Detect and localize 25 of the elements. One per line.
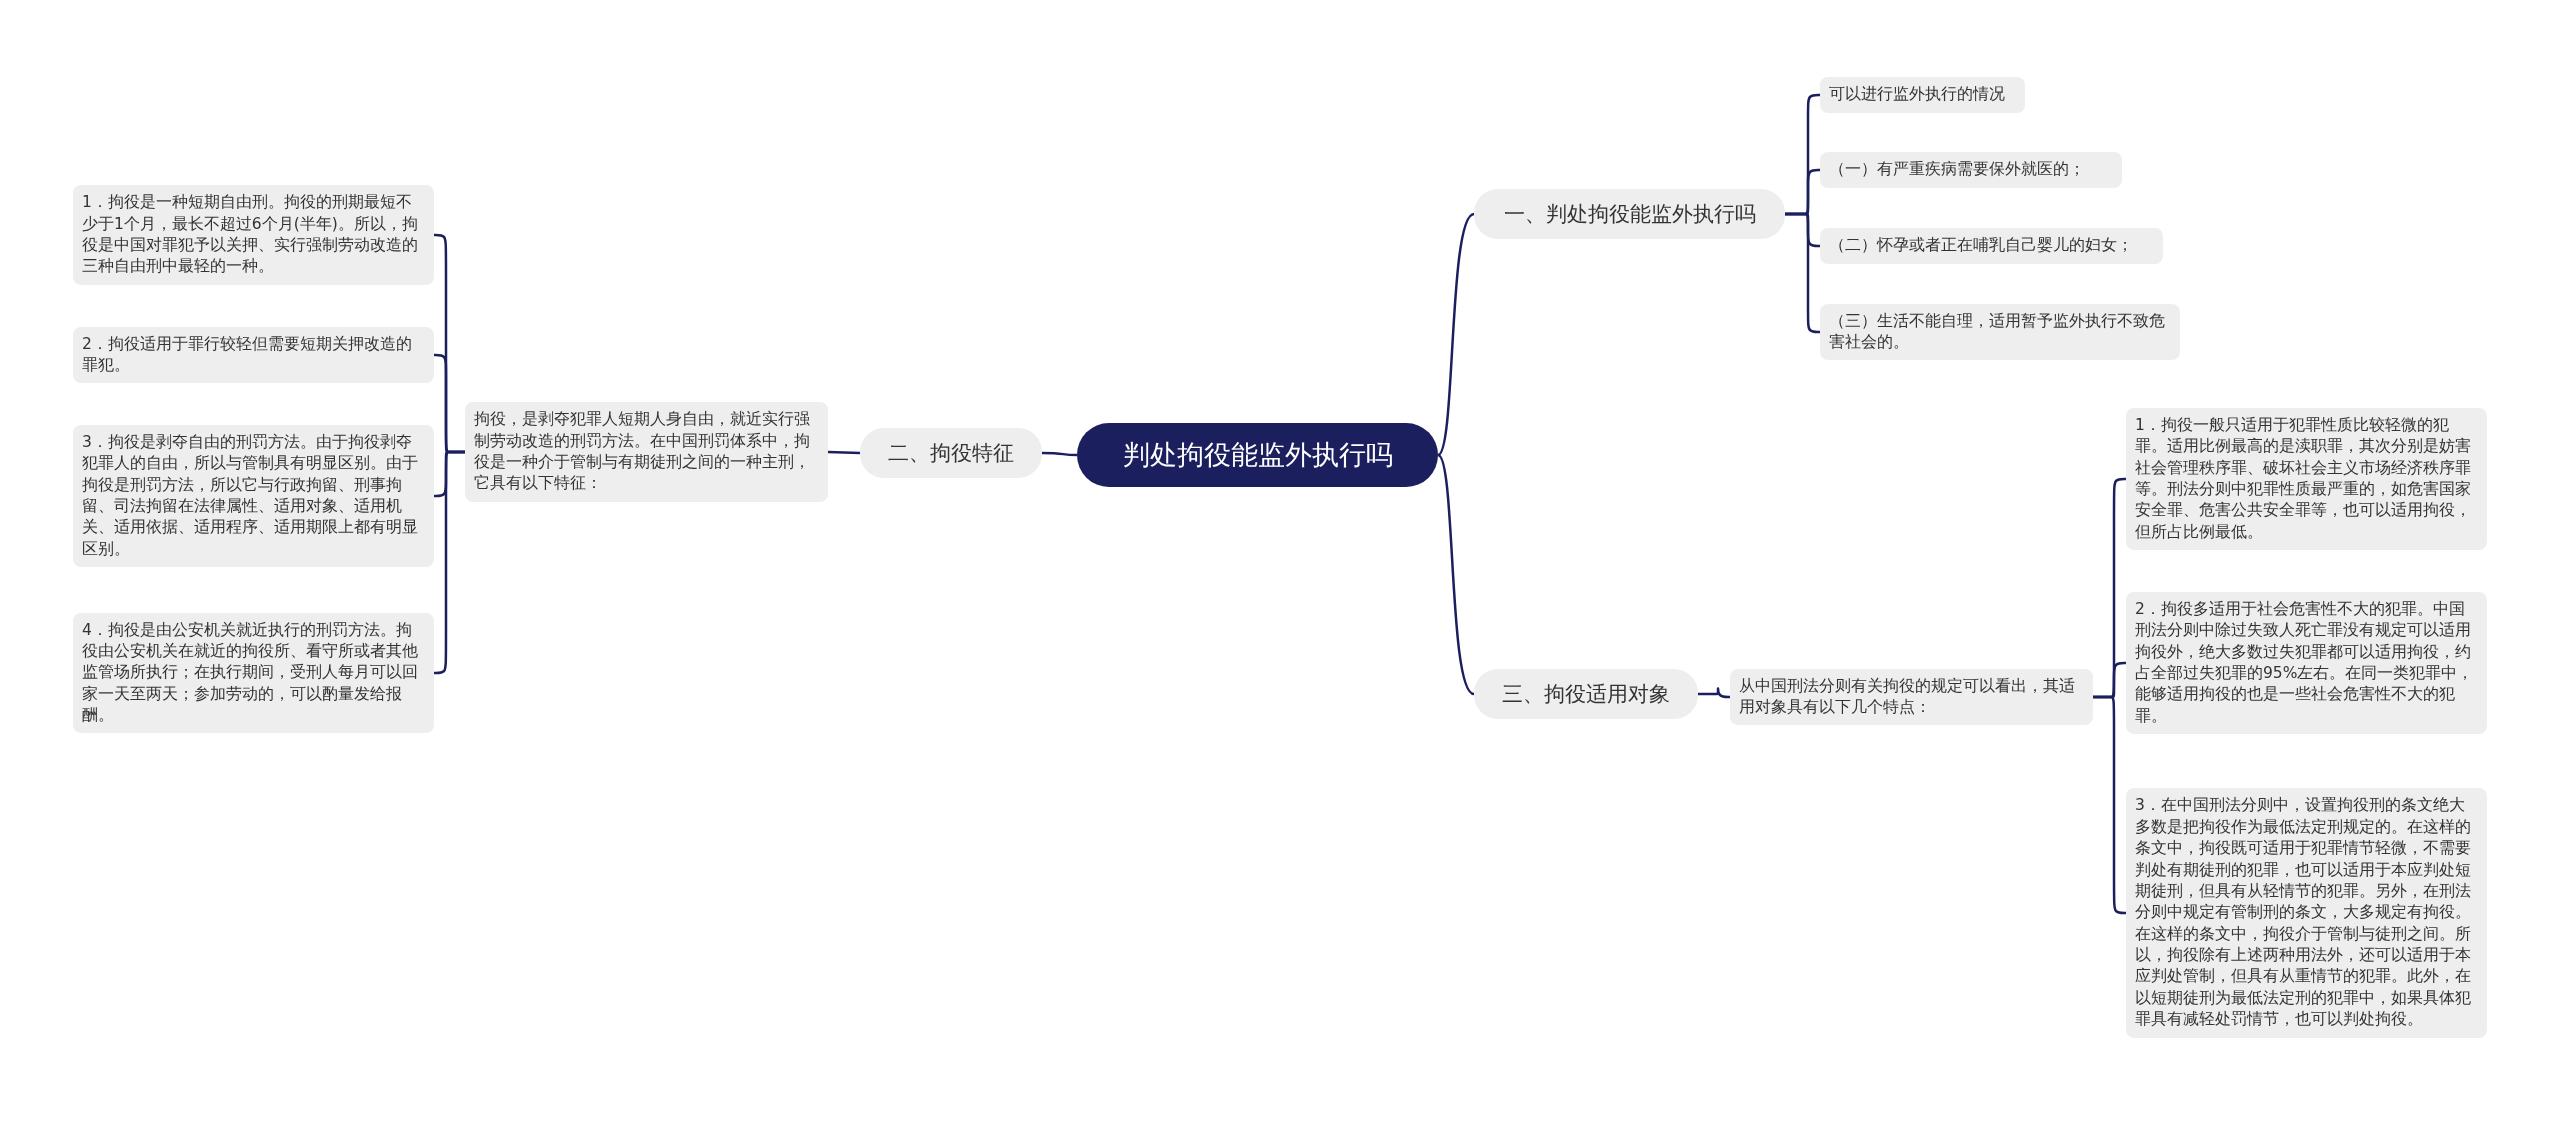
note-box: 2．拘役适用于罪行较轻但需要短期关押改造的罪犯。 bbox=[73, 326, 434, 384]
note-box: （一）有严重疾病需要保外就医的； bbox=[1820, 152, 2122, 188]
note-box: 1．拘役一般只适用于犯罪性质比较轻微的犯罪。适用比例最高的是渎职罪，其次分别是妨害社会管理秩序罪、破坏社会主义市场经济秩序罪等。刑法分则中犯罪性质最严重的，如危害国家安全罪、危害公共安全罪等，也可以适用拘役，但所占比例最低。 bbox=[2126, 407, 2487, 551]
topic-box: 二、拘役特征 bbox=[860, 428, 1042, 478]
note-box: 2．拘役多适用于社会危害性不大的犯罪。中国刑法分则中除过失致人死亡罪没有规定可以适用拘役外，绝大多数过失犯罪都可以适用拘役，约占全部过失犯罪的95%左右。在同一类犯罪中，能够适用拘役的也是一些社会危害性不大的犯罪。 bbox=[2126, 591, 2487, 735]
note-box: 3．拘役是剥夺自由的刑罚方法。由于拘役剥夺犯罪人的自由，所以与管制具有明显区别。由于拘役是刑罚方法，所以它与行政拘留、刑事拘留、司法拘留在法律属性、适用对象、适用机关、适用依据、适用程序、适用期限上都有明显区别。 bbox=[73, 424, 434, 568]
note-box: （三）生活不能自理，适用暂予监外执行不致危害社会的。 bbox=[1820, 303, 2180, 361]
connector-line bbox=[2093, 695, 2128, 915]
note-box: 从中国刑法分则有关拘役的规定可以看出，其适用对象具有以下几个特点： bbox=[1730, 668, 2093, 726]
topic-box: 三、拘役适用对象 bbox=[1474, 669, 1698, 719]
central-topic: 判处拘役能监外执行吗 bbox=[1077, 423, 1438, 487]
connector-line bbox=[1785, 212, 1822, 334]
topic-box: 一、判处拘役能监外执行吗 bbox=[1474, 189, 1785, 239]
connector-line bbox=[1437, 213, 1475, 456]
connector-line bbox=[432, 450, 465, 675]
connector-line bbox=[827, 450, 861, 455]
note-box: 4．拘役是由公安机关就近执行的刑罚方法。拘役由公安机关在就近的拘役所、看守所或者其他监管场所执行；在执行期间，受刑人每月可以回家一天至两天；参加劳动的，可以酌量发给报酬。 bbox=[73, 612, 434, 734]
note-box: 1．拘役是一种短期自由刑。拘役的刑期最短不少于1个月，最长不超过6个月(半年)。所以，拘役是中国对罪犯予以关押、实行强制劳动改造的三种自由刑中最轻的一种。 bbox=[73, 185, 434, 285]
connector-line bbox=[1042, 451, 1077, 457]
connector-line bbox=[1698, 687, 1732, 699]
note-box: 可以进行监外执行的情况 bbox=[1820, 77, 2025, 113]
connector-line bbox=[1437, 454, 1475, 695]
note-box: 3．在中国刑法分则中，设置拘役刑的条文绝大多数是把拘役作为最低法定刑规定的。在这样的条文中，拘役既可适用于犯罪情节轻微，不需要判处有期徒刑的犯罪，也可以适用于本应判处短期徒刑，但具有从轻情节的犯罪。另外，在刑法分则中规定有管制刑的条文，大多规定有拘役。在这样的条文中，拘役介于管制与徒刑之间。所以，拘役除有上述两种用法外，还可以适用于本应判处管制，但具有从重情节的犯罪。此外，在以短期徒刑为最低法定刑的犯罪中，如果具体犯罪具有减轻处罚情节，也可以判处拘役。 bbox=[2126, 788, 2487, 1038]
note-box: 拘役，是剥夺犯罪人短期人身自由，就近实行强制劳动改造的刑罚方法。在中国刑罚体系中，拘役是一种介于管制与有期徒刑之间的一种主刑，它具有以下特征： bbox=[465, 402, 828, 502]
note-box: （二）怀孕或者正在哺乳自己婴儿的妇女； bbox=[1820, 228, 2163, 264]
